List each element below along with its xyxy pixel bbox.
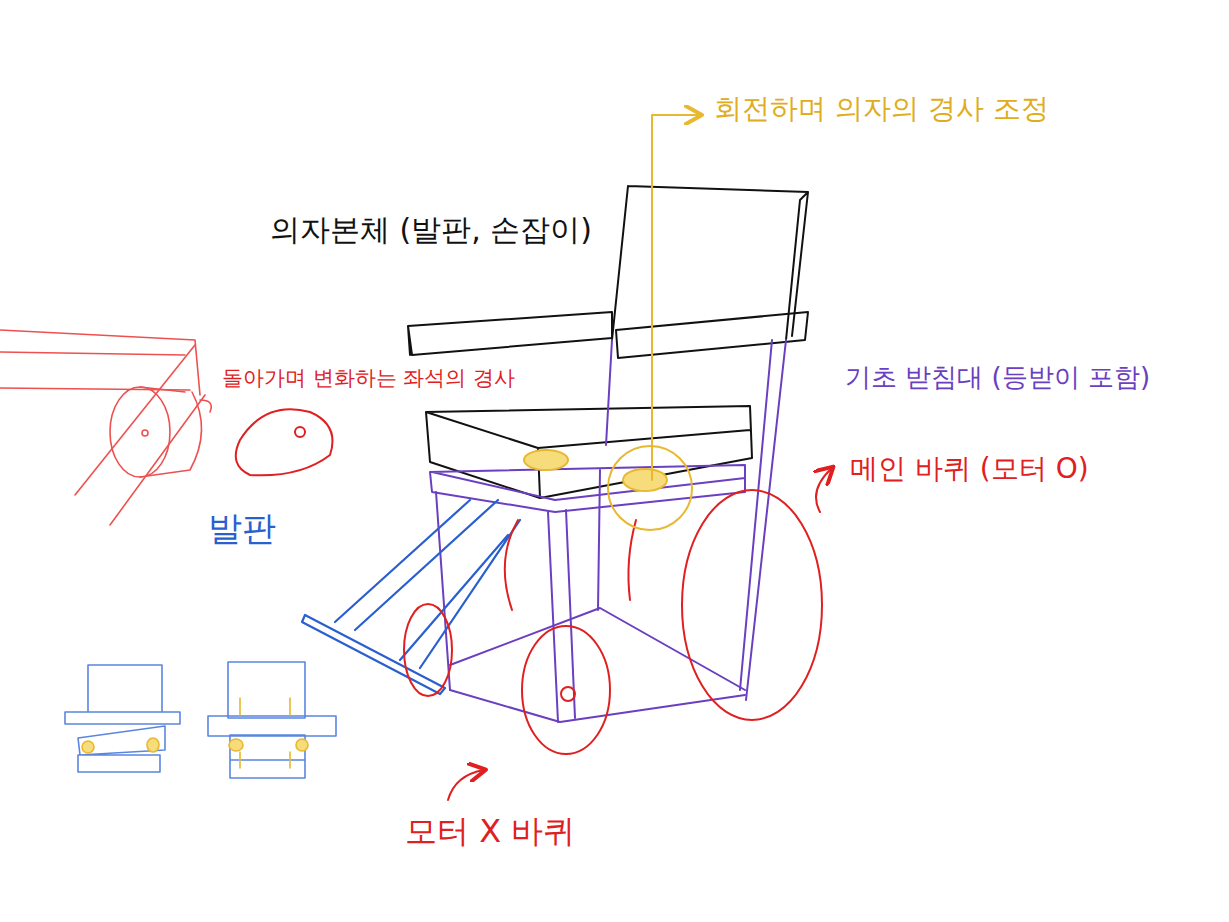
footrest: [302, 500, 520, 694]
lift-arrows: [240, 698, 290, 768]
backrest: [612, 186, 808, 340]
callout-arrow: [448, 770, 484, 800]
armrest-right: [616, 312, 808, 358]
main-wheel: [682, 490, 822, 720]
front-wheel: [522, 626, 610, 754]
cylinder-end: [110, 387, 170, 477]
cam-shape: [236, 409, 333, 475]
armrest-left: [408, 312, 612, 355]
wheel-arc: [505, 520, 518, 610]
front-view: [208, 662, 336, 778]
part-name: 기초 받침대 (등받이 포함): [845, 362, 1150, 393]
part-name: 의자본체 (발판, 손잡이): [270, 212, 592, 248]
sketch-arc: [200, 400, 211, 412]
part-name: 발판: [208, 508, 276, 549]
axle-dot: [142, 430, 148, 436]
callout-arrow: [816, 468, 832, 512]
wheels: [404, 468, 832, 800]
sketch-line: [110, 395, 205, 525]
pivot: [524, 115, 700, 530]
tilt-note: 돌아가며 변화하는 좌석의 경사: [222, 366, 515, 391]
footplate: [302, 615, 445, 694]
cam-dot: [295, 427, 305, 437]
front-view-sketches: [65, 662, 336, 778]
pivot-note: 회전하며 의자의 경사 조정: [714, 92, 1049, 126]
pivot-blob: [147, 738, 159, 752]
cam-outline: [236, 409, 333, 475]
base-frame: [430, 340, 786, 722]
tilt-sketch: [0, 330, 211, 525]
back-posts: [606, 340, 786, 700]
leader-line: [652, 115, 700, 480]
part-name: 모터 X 바퀴: [405, 812, 575, 850]
wheel-arc: [628, 520, 636, 600]
cylinder-body: [140, 387, 202, 477]
pivot-blob: [296, 739, 308, 751]
pivot-circle: [608, 446, 692, 530]
sketch-line: [0, 330, 200, 395]
seat-cushion: [426, 406, 752, 498]
part-name: 메인 바퀴 (모터 O): [850, 452, 1089, 486]
frame-bottom: [450, 608, 745, 722]
frame-top: [430, 465, 745, 512]
wheel-hub: [561, 687, 575, 701]
front-wheel: [404, 604, 452, 696]
sketch-line: [0, 352, 185, 355]
pivot-blob: [623, 469, 667, 491]
front-view: [65, 665, 180, 772]
pivot-blob: [229, 739, 243, 751]
pivot-blob: [524, 450, 568, 470]
footrest-bars: [335, 500, 520, 668]
pivot-blob: [82, 741, 94, 753]
